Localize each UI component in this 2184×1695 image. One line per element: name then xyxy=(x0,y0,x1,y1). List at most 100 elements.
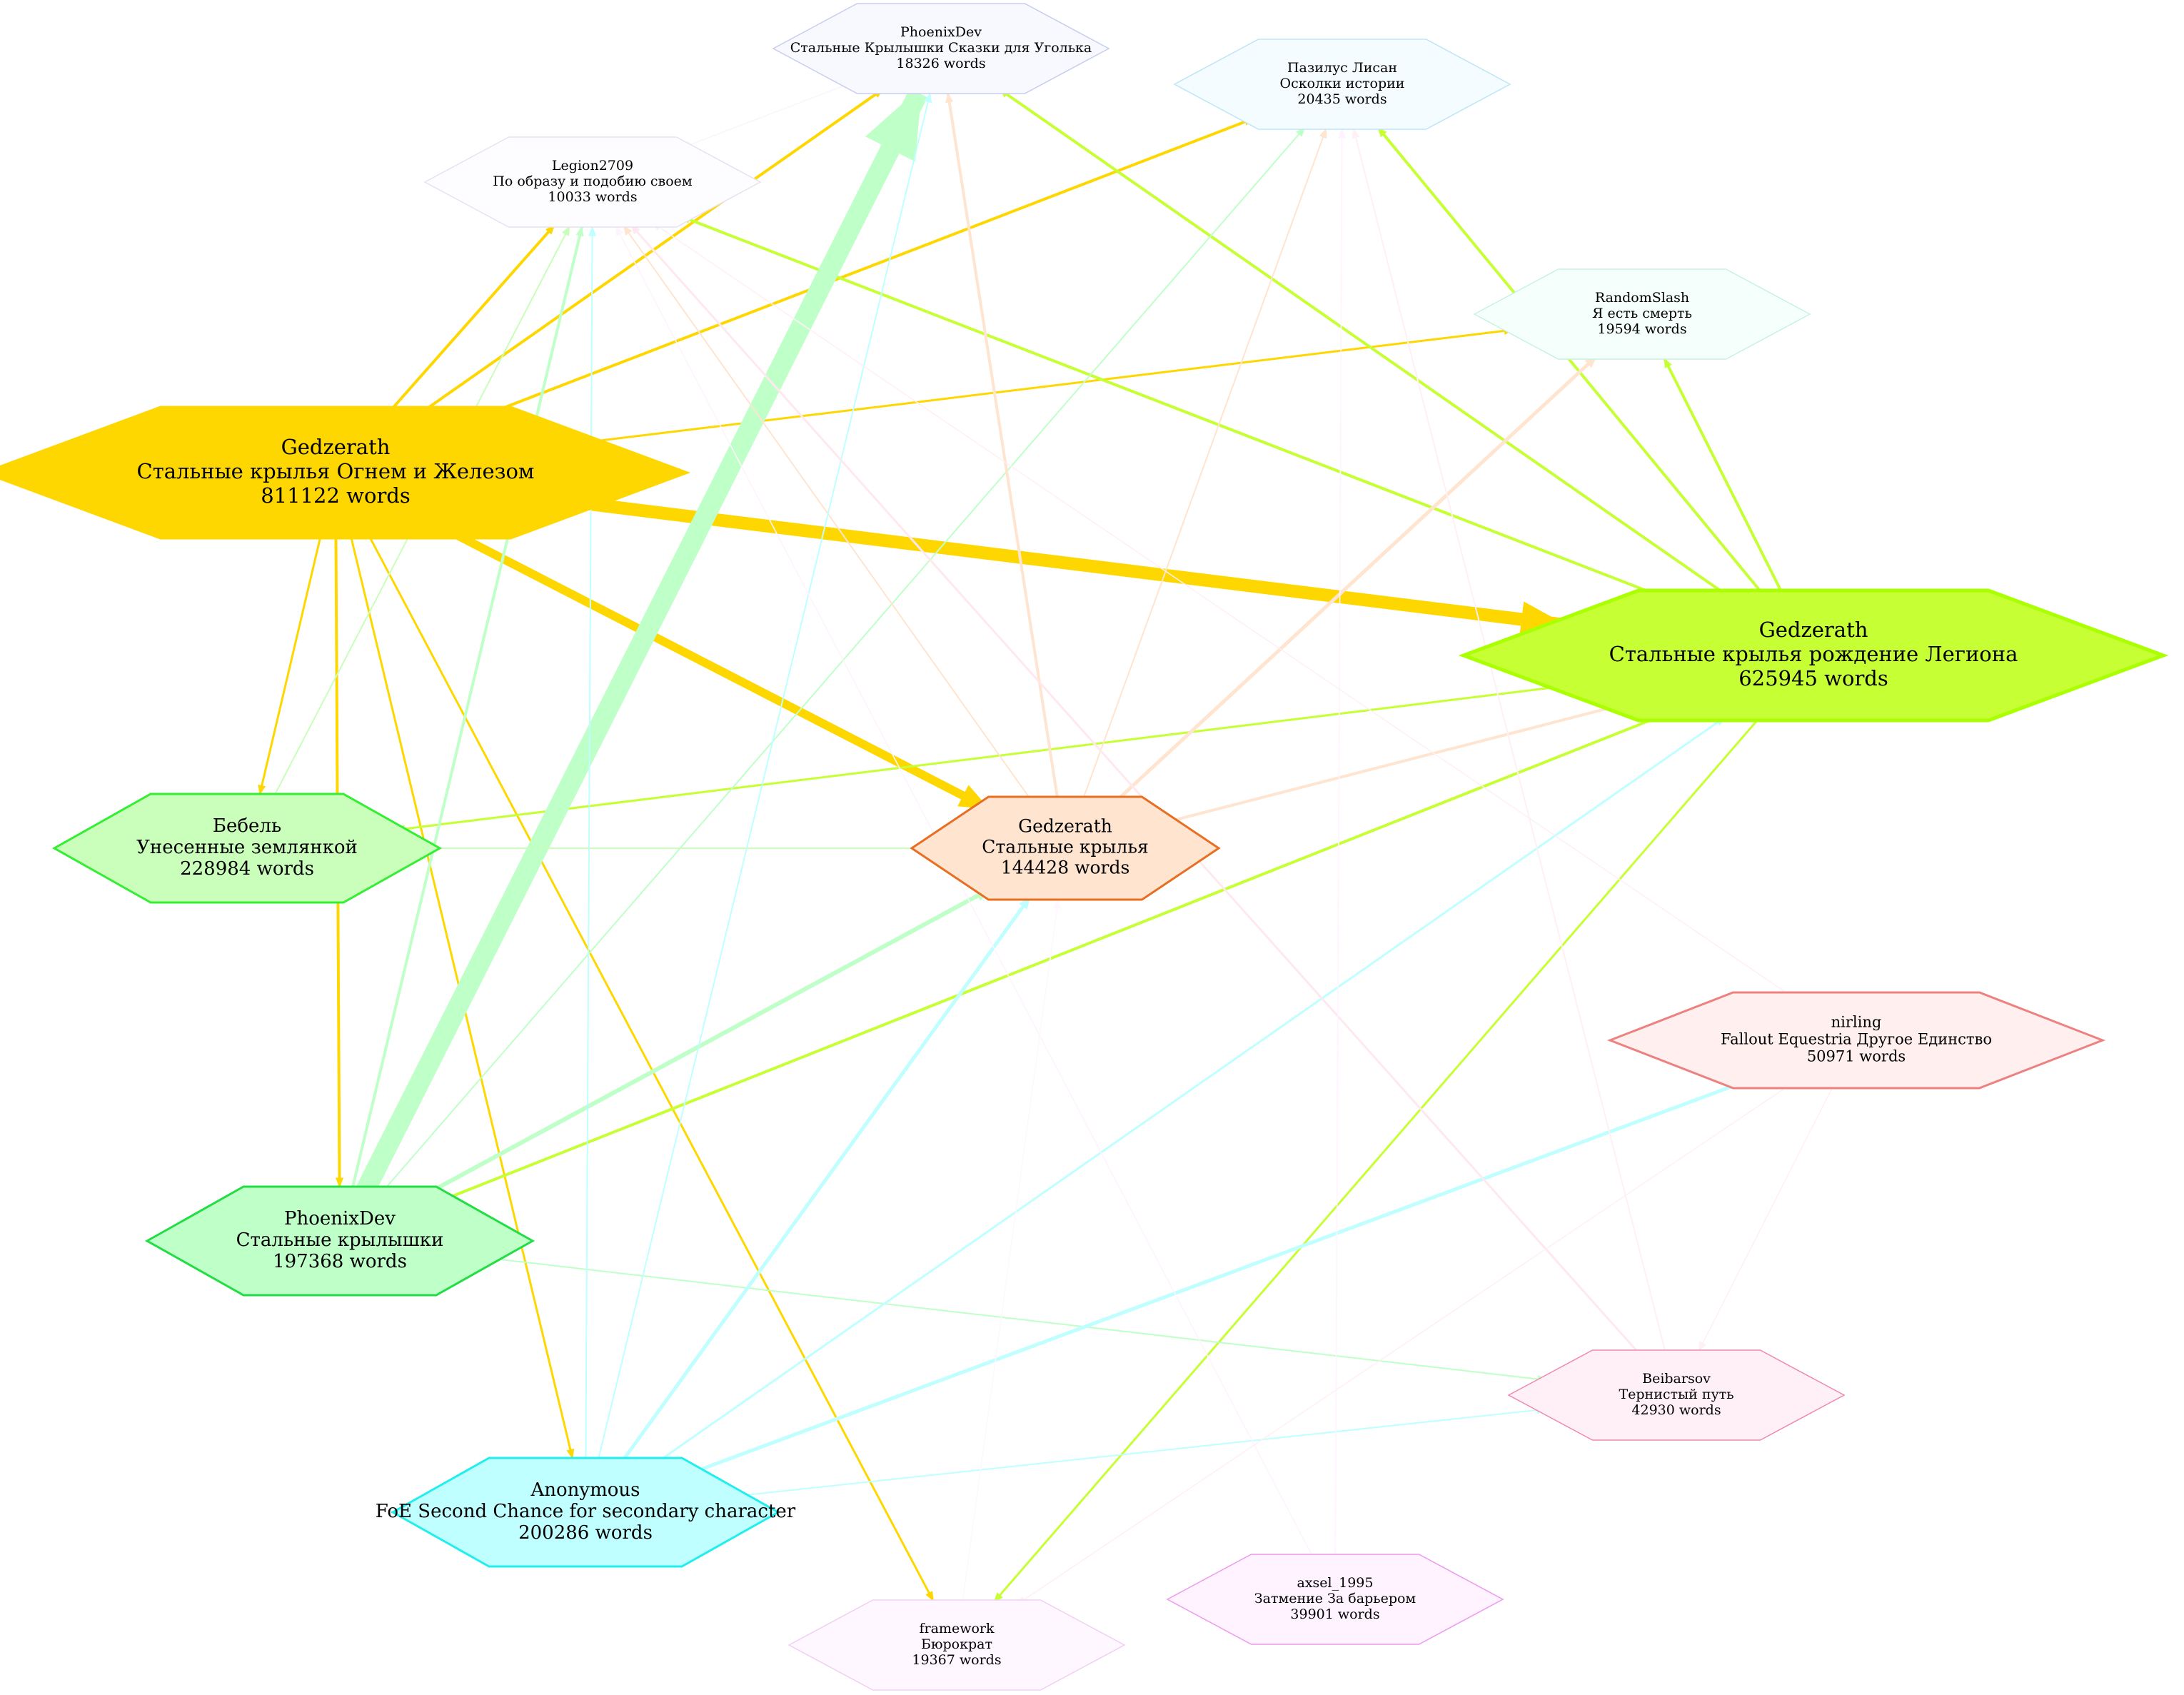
edge-sk-to-pazilus xyxy=(1065,128,1327,849)
node-words: 42930 words xyxy=(1631,1402,1721,1418)
edge-anon-to-phx_skazki xyxy=(585,92,932,1513)
edge-sk-to-random xyxy=(1064,355,1598,850)
node-hexagon xyxy=(1507,1349,1846,1441)
node-words: 625945 words xyxy=(1738,666,1888,690)
edge-legiona-to-pazilus xyxy=(1377,126,1815,657)
node-words: 197368 words xyxy=(273,1251,407,1272)
node-words: 10033 words xyxy=(548,189,637,205)
edge-phx-to-sk xyxy=(338,887,991,1243)
node-hexagon xyxy=(1166,1554,1504,1645)
node-title: Бюрократ xyxy=(921,1636,992,1652)
node-author: Gedzerath xyxy=(1759,618,1868,642)
node-words: 20435 words xyxy=(1297,91,1387,107)
node-hexagon xyxy=(51,793,443,904)
node-author: nirling xyxy=(1831,1014,1882,1031)
node-title: Тернистый путь xyxy=(1619,1387,1733,1402)
node-hexagon xyxy=(787,1599,1126,1691)
edge-sk-to-legion xyxy=(623,225,1066,849)
node-words: 200286 words xyxy=(518,1522,653,1544)
edges-layer xyxy=(246,48,1857,1646)
node-title: Стальные Крылышки Сказки для Уголька xyxy=(790,40,1092,56)
edge-nirling-to-beib xyxy=(1698,1040,1857,1352)
edge-ogn-to-framework xyxy=(334,472,935,1602)
edge-beib-to-pazilus xyxy=(1352,128,1677,1396)
node-title: Fallout Equestria Другое Единство xyxy=(1721,1031,1992,1048)
node-hexagon xyxy=(390,1457,781,1568)
node-author: RandomSlash xyxy=(1595,290,1689,306)
edge-framework-to-sk xyxy=(956,898,1062,1646)
edge-axsel-to-legion xyxy=(615,225,1336,1600)
node-author: Legion2709 xyxy=(552,158,633,173)
edge-anon-to-legiona xyxy=(585,716,1726,1514)
node-title: Стальные крылышки xyxy=(236,1229,444,1251)
edge-sk-to-phx_skazki xyxy=(945,92,1067,849)
edge-legiona-to-phx_skazki xyxy=(998,88,1815,657)
node-author: Anonymous xyxy=(530,1479,640,1501)
node-hexagon xyxy=(1458,588,2169,723)
node-author: Пазилус Лисан xyxy=(1287,60,1397,76)
node-hexagon xyxy=(144,1185,535,1297)
node-author: Gedzerath xyxy=(1018,816,1112,837)
edge-ogn-to-anon xyxy=(334,472,575,1459)
node-title: FoE Second Chance for secondary characte… xyxy=(376,1501,796,1522)
edge-anon-to-legion xyxy=(585,226,597,1513)
node-author: PhoenixDev xyxy=(900,24,982,40)
edge-anon-to-nirling xyxy=(585,1079,1749,1514)
node-hexagon xyxy=(1173,39,1511,130)
node-words: 50971 words xyxy=(1807,1048,1906,1065)
edge-nirling-to-legion xyxy=(651,221,1857,1041)
node-title: Осколки истории xyxy=(1280,76,1405,91)
node-words: 811122 words xyxy=(261,483,411,508)
node-author: Gedzerath xyxy=(281,435,391,459)
node-title: Унесенные землянкой xyxy=(136,837,358,858)
node-words: 19367 words xyxy=(912,1652,1001,1668)
edge-phx-to-pazilus xyxy=(339,126,1306,1242)
edge-phx-to-beib xyxy=(339,1240,1548,1384)
node-hexagon xyxy=(910,795,1221,901)
edge-legiona-to-framework xyxy=(993,655,1815,1603)
node-words: 39901 words xyxy=(1290,1606,1379,1622)
node-author: Бебель xyxy=(213,815,281,837)
node-hexagon xyxy=(1473,268,1811,360)
edge-legiona-to-phx xyxy=(442,654,1814,1202)
node-words: 19594 words xyxy=(1597,321,1686,337)
edge-nirling-to-framework xyxy=(1016,1040,1857,1606)
node-author: axsel_1995 xyxy=(1297,1575,1374,1591)
edge-phx-to-phx_skazki xyxy=(331,86,928,1246)
node-author: Beibarsov xyxy=(1642,1371,1711,1387)
edge-phx-to-legion xyxy=(338,226,584,1242)
node-hexagon xyxy=(423,136,762,228)
node-words: 18326 words xyxy=(896,56,985,71)
edge-anon-to-sk xyxy=(583,896,1032,1514)
node-hexagon xyxy=(1606,991,2106,1090)
node-title: Стальные крылья рождение Легиона xyxy=(1609,642,2018,666)
node-author: PhoenixDev xyxy=(284,1208,396,1229)
node-hexagon xyxy=(772,3,1110,94)
node-title: Затмение За барьером xyxy=(1254,1591,1416,1606)
node-hexagon xyxy=(0,406,691,540)
edge-legiona-to-legion xyxy=(680,215,1814,657)
node-title: Стальные крылья xyxy=(982,837,1148,857)
edge-axsel-to-pazilus xyxy=(1334,128,1347,1600)
node-words: 144428 words xyxy=(1001,857,1130,878)
node-author: framework xyxy=(919,1621,994,1636)
node-title: Стальные крылья Огнем и Железом xyxy=(137,459,535,483)
node-title: Я есть смерть xyxy=(1592,306,1692,321)
node-words: 228984 words xyxy=(180,858,314,880)
